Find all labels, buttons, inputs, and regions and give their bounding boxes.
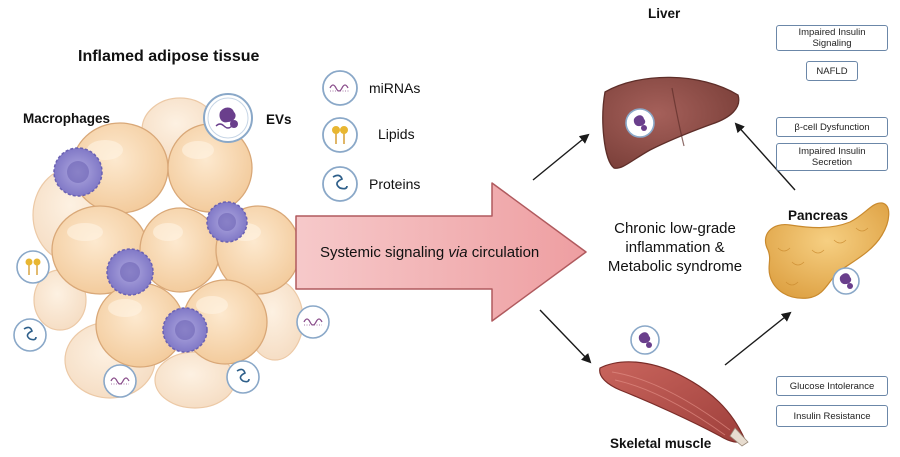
lipid-legend-icon (322, 117, 358, 153)
systemic-signaling-label: Systemic signaling via circulation (320, 244, 539, 261)
chronic-inflammation-label: Chronic low-grade inflammation & Metabol… (607, 220, 743, 275)
mirna-cargo-icon (103, 364, 137, 398)
macrophage-icon (162, 307, 208, 353)
arrow-to-muscle (539, 309, 592, 364)
ev-icon (203, 93, 253, 143)
impaired-insulin-secretion-box: Impaired Insulin Secretion (776, 143, 888, 171)
macrophage-icon (106, 248, 154, 296)
nafld-box: NAFLD (806, 61, 858, 81)
adipose-tissue-title: Inflamed adipose tissue (78, 48, 260, 65)
mirna-cargo-icon (296, 305, 330, 339)
protein-cargo-icon (226, 360, 260, 394)
evs-label: EVs (266, 112, 292, 127)
liver-organ (602, 76, 740, 169)
adipose-tissue-cluster (32, 97, 304, 409)
ev-muscle-icon (630, 325, 660, 355)
impaired-insulin-signaling-box: Impaired Insulin Signaling (776, 25, 888, 51)
insulin-resistance-box: Insulin Resistance (776, 405, 888, 427)
legend-proteins-label: Proteins (369, 176, 421, 192)
liver-label: Liver (648, 6, 681, 21)
mirna-legend-icon (322, 70, 358, 106)
arrow-text-italic: via (448, 244, 468, 261)
beta-cell-dysfunction-box: β-cell Dysfunction (776, 117, 888, 137)
pancreas-label: Pancreas (788, 208, 849, 223)
ev-pancreas-icon (832, 267, 860, 295)
pancreas-organ (764, 202, 890, 299)
protein-cargo-icon (13, 318, 47, 352)
skeletal-muscle-organ (599, 361, 749, 447)
skeletal-muscle-label: Skeletal muscle (610, 436, 712, 451)
glucose-intolerance-box: Glucose Intolerance (776, 376, 888, 396)
legend-mirnas-label: miRNAs (369, 80, 421, 96)
macrophage-group (53, 147, 248, 353)
arrow-text-part: Systemic signaling (320, 244, 449, 261)
arrow-to-liver (532, 133, 590, 181)
ev-liver-icon (625, 108, 655, 138)
macrophages-label: Macrophages (23, 111, 111, 126)
protein-legend-icon (322, 166, 358, 202)
arrow-muscle-to-pancreas (724, 311, 792, 366)
systemic-signaling-arrow (295, 182, 587, 322)
macrophage-icon (206, 201, 248, 243)
macrophage-icon (53, 147, 103, 197)
arrow-pancreas-to-liver (734, 122, 796, 191)
lipid-cargo-icon (16, 250, 50, 284)
legend-lipids-label: Lipids (378, 126, 415, 142)
arrow-text-part: circulation (467, 244, 540, 261)
